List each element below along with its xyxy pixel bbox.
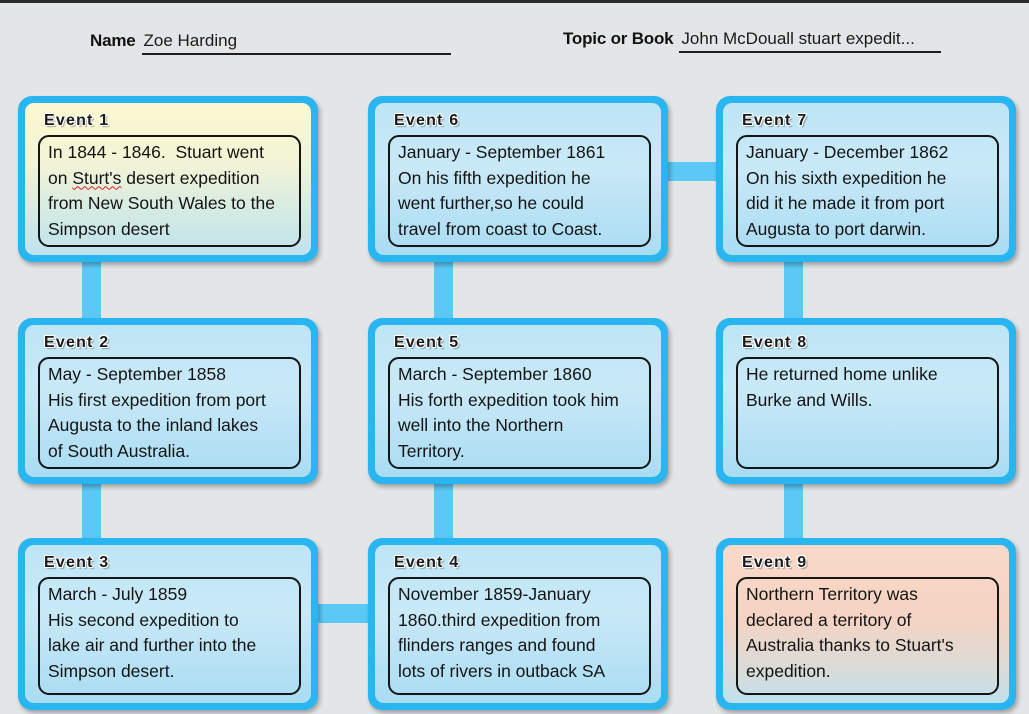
topic-or-book-field[interactable]: Topic or Book John McDouall stuart exped… (563, 29, 942, 53)
event-card-body[interactable]: January - September 1861 On his fifth ex… (388, 135, 651, 247)
event-card-7[interactable]: Event 7 January - December 1862 On his s… (716, 96, 1016, 262)
event-card-surface: Event 1 In 1844 - 1846. Stuart went on S… (25, 103, 311, 255)
topic-or-book-value[interactable]: John McDouall stuart expedit... (679, 29, 942, 53)
connector-event5-event6 (434, 245, 453, 335)
connector-event6-event7 (660, 162, 728, 181)
event-card-3[interactable]: Event 3 March - July 1859 His second exp… (18, 538, 318, 710)
event-card-title: Event 8 (742, 334, 808, 351)
connector-event7-event8 (784, 245, 803, 335)
event-card-9[interactable]: Event 9 Northern Territory was declared … (716, 538, 1016, 710)
event-card-title: Event 7 (742, 112, 808, 129)
event-card-surface: Event 5 March - September 1860 His forth… (375, 325, 661, 477)
event-card-body[interactable]: He returned home unlike Burke and Wills. (736, 357, 999, 469)
name-field[interactable]: Name Zoe Harding (90, 31, 451, 55)
event-card-surface: Event 8 He returned home unlike Burke an… (723, 325, 1009, 477)
connector-event2-event3 (82, 465, 101, 555)
event-card-6[interactable]: Event 6 January - September 1861 On his … (368, 96, 668, 262)
event-card-title: Event 9 (742, 554, 808, 571)
event-card-body[interactable]: March - September 1860 His forth expedit… (388, 357, 651, 469)
event-card-surface: Event 3 March - July 1859 His second exp… (25, 545, 311, 703)
event-card-4[interactable]: Event 4 November 1859-January 1860.third… (368, 538, 668, 710)
event-card-surface: Event 6 January - September 1861 On his … (375, 103, 661, 255)
name-label: Name (90, 31, 136, 50)
event-card-surface: Event 9 Northern Territory was declared … (723, 545, 1009, 703)
misspelled-word: Sturt's (72, 167, 122, 188)
event-card-surface: Event 2 May - September 1858 His first e… (25, 325, 311, 477)
event-card-8[interactable]: Event 8 He returned home unlike Burke an… (716, 318, 1016, 484)
event-card-2[interactable]: Event 2 May - September 1858 His first e… (18, 318, 318, 484)
connector-event4-event5 (434, 465, 453, 555)
event-card-body[interactable]: May - September 1858 His first expeditio… (38, 357, 301, 469)
event-card-1[interactable]: Event 1 In 1844 - 1846. Stuart went on S… (18, 96, 318, 262)
event-card-title: Event 4 (394, 554, 460, 571)
event-card-title: Event 3 (44, 554, 110, 571)
event-card-title: Event 6 (394, 112, 460, 129)
event-card-title: Event 5 (394, 334, 460, 351)
name-value[interactable]: Zoe Harding (141, 31, 451, 55)
connector-event1-event2 (82, 245, 101, 335)
top-divider (0, 0, 1029, 3)
event-card-body[interactable]: November 1859-January 1860.third expedit… (388, 577, 651, 695)
event-card-title: Event 1 (44, 112, 110, 129)
event-card-body[interactable]: January - December 1862 On his sixth exp… (736, 135, 999, 247)
event-card-body[interactable]: In 1844 - 1846. Stuart went on Sturt's d… (38, 135, 301, 247)
worksheet-header: Name Zoe Harding Topic or Book John McDo… (0, 3, 1029, 78)
event-card-title: Event 2 (44, 334, 110, 351)
event-card-5[interactable]: Event 5 March - September 1860 His forth… (368, 318, 668, 484)
event-card-body[interactable]: March - July 1859 His second expedition … (38, 577, 301, 695)
event-card-surface: Event 7 January - December 1862 On his s… (723, 103, 1009, 255)
event-card-surface: Event 4 November 1859-January 1860.third… (375, 545, 661, 703)
topic-or-book-label: Topic or Book (563, 29, 674, 48)
event-card-body[interactable]: Northern Territory was declared a territ… (736, 577, 999, 695)
connector-event8-event9 (784, 465, 803, 555)
connector-event3-event4 (312, 604, 382, 623)
